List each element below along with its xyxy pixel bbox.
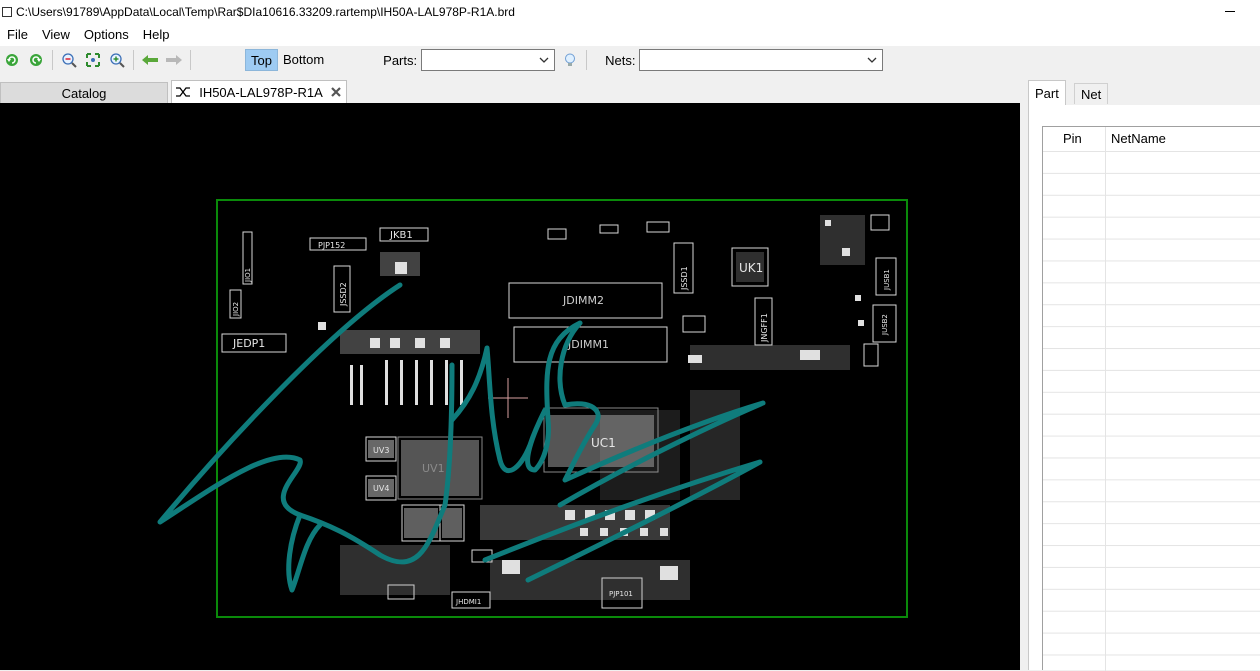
label-pjp101: PJP101 (609, 590, 633, 598)
parts-combo[interactable] (421, 49, 556, 71)
arrow-left-icon (142, 55, 158, 65)
label-jssd1: JSSD1 (680, 266, 689, 291)
silkscreen-labels: JKB1 PJP152 JSSD2 JSSD1 UK1 JDIMM2 JDIMM… (232, 230, 891, 606)
document-tabs: Catalog IH50A-LAL978P-R1A (0, 80, 1020, 103)
minimize-button[interactable] (1220, 2, 1240, 20)
zoom-out-button[interactable] (58, 49, 80, 71)
tab-board[interactable]: IH50A-LAL978P-R1A (171, 80, 347, 103)
chevron-down-icon (868, 57, 877, 63)
footprints (221, 214, 897, 609)
nets-label: Nets: (605, 52, 636, 68)
tab-part-label: Part (1035, 86, 1059, 101)
grid-rows (1043, 151, 1260, 671)
menu-options[interactable]: Options (83, 27, 129, 42)
rotate-right-icon (30, 54, 42, 66)
grid-column-divider (1105, 127, 1106, 671)
label-jdimm1: JDIMM1 (567, 338, 609, 351)
rotate-left-icon (6, 54, 18, 66)
zoom-in-icon (110, 53, 125, 68)
label-uv3: UV3 (373, 446, 389, 455)
pin-grid[interactable]: Pin NetName (1042, 126, 1260, 671)
tab-board-label: IH50A-LAL978P-R1A (199, 84, 323, 100)
label-jhdmi1: JHDMI1 (455, 598, 481, 606)
window-title: C:\Users\91789\AppData\Local\Temp\Rar$DI… (16, 5, 515, 19)
bottom-side-toggle[interactable]: Bottom (282, 52, 325, 67)
parts-label: Parts: (383, 52, 418, 68)
tab-catalog[interactable]: Catalog (0, 82, 168, 103)
menu-bar: File View Options Help (0, 24, 1260, 46)
tab-net[interactable]: Net (1074, 83, 1109, 104)
title-bar: C:\Users\91789\AppData\Local\Temp\Rar$DI… (0, 0, 1260, 24)
grid-header: Pin NetName (1043, 127, 1260, 151)
crosshair-cursor (488, 378, 528, 418)
board-outline (216, 199, 908, 618)
column-pin[interactable]: Pin (1063, 131, 1082, 146)
top-side-toggle[interactable]: Top (245, 49, 278, 71)
menu-help[interactable]: Help (142, 27, 170, 42)
tab-net-label: Net (1081, 86, 1102, 102)
zoom-fit-icon (86, 53, 100, 67)
signature-scribble (157, 282, 766, 593)
zoom-fit-button[interactable] (82, 49, 104, 71)
label-jio2: JIO2 (232, 302, 240, 317)
small-parts (318, 220, 864, 580)
chevron-down-icon (539, 57, 549, 63)
label-jkb1: JKB1 (389, 230, 413, 241)
menu-view[interactable]: View (41, 27, 70, 42)
column-netname[interactable]: NetName (1111, 131, 1166, 146)
highlight-part-button[interactable] (559, 49, 581, 71)
tab-catalog-label: Catalog (61, 85, 107, 101)
app-icon (2, 7, 12, 17)
rotate-right-button[interactable] (25, 49, 47, 71)
menu-file[interactable]: File (7, 27, 28, 42)
tab-part[interactable]: Part (1028, 80, 1066, 106)
label-uk1: UK1 (739, 261, 763, 275)
label-jngff1: JNGFF1 (760, 313, 769, 343)
label-jusb2: JUSB2 (881, 314, 889, 336)
toolbar-separator (133, 50, 134, 70)
nets-combo[interactable] (639, 49, 884, 71)
label-uv1: UV1 (422, 462, 445, 475)
label-uv4: UV4 (373, 484, 389, 493)
panel-splitter[interactable] (1020, 80, 1028, 670)
toolbar-separator (586, 50, 588, 70)
zoom-in-button[interactable] (106, 49, 128, 71)
label-jdimm2: JDIMM2 (562, 294, 604, 307)
label-jssd2: JSSD2 (339, 282, 348, 307)
label-pjp152: PJP152 (318, 241, 345, 250)
label-jusb1: JUSB1 (883, 269, 891, 291)
arrow-right-icon (166, 55, 182, 65)
back-button[interactable] (139, 49, 161, 71)
board-canvas[interactable]: JKB1 PJP152 JSSD2 JSSD1 UK1 JDIMM2 JDIMM… (0, 103, 1020, 670)
label-jio1: JIO1 (244, 268, 252, 283)
close-icon[interactable] (329, 85, 343, 99)
rotate-left-button[interactable] (1, 49, 23, 71)
forward-button[interactable] (163, 49, 185, 71)
light-bulb-icon (565, 53, 576, 66)
shuffle-icon (176, 87, 191, 97)
part-panel-body: Pin NetName (1028, 105, 1260, 671)
right-panel: Part Net Pin NetName (1028, 80, 1260, 671)
label-jedp1: JEDP1 (232, 337, 265, 350)
toolbar-separator (190, 50, 191, 70)
board-view[interactable]: JKB1 PJP152 JSSD2 JSSD1 UK1 JDIMM2 JDIMM… (0, 103, 1020, 670)
zoom-out-icon (62, 53, 77, 68)
label-uc1: UC1 (591, 436, 616, 450)
toolbar-separator (52, 50, 53, 70)
toolbar: Top Bottom Parts: Nets: (0, 46, 1260, 74)
